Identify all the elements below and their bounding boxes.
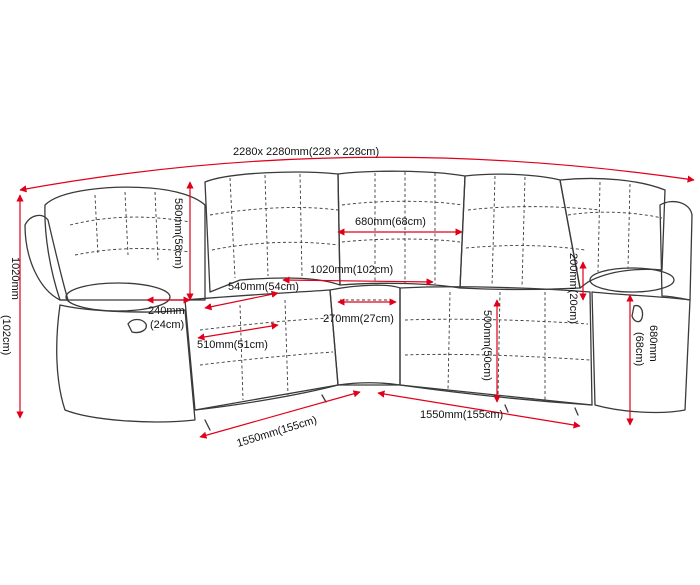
overall-height-mm-label: 1020mm — [9, 257, 21, 300]
corner-nose-width-label: 270mm(27cm) — [323, 313, 394, 325]
arm-height-label: 200mm(20cm) — [567, 253, 579, 324]
left-side-length-label: 1550mm(155cm) — [235, 414, 318, 450]
right-side-length-label: 1550mm(155cm) — [420, 409, 503, 421]
overall-width-label: 2280x 2280mm(228 x 228cm) — [233, 146, 379, 158]
seat-depth-line — [204, 290, 279, 311]
seat-width-line — [197, 322, 279, 341]
right-arm — [659, 201, 693, 301]
right-side-length-line — [377, 390, 581, 429]
corner-sofa-drawing — [24, 170, 693, 431]
corner-back-width-label: 680mm(68cm) — [355, 216, 426, 228]
right-arm-pad — [589, 267, 675, 293]
left-arm-front — [56, 304, 196, 423]
left-recliner-handle — [127, 318, 147, 334]
sofa-base — [194, 384, 593, 411]
right-seat — [399, 286, 593, 406]
seat-width-label: 510mm(51cm) — [197, 339, 268, 351]
overall-width-line — [19, 156, 695, 193]
overall-height-cm-label: (102cm) — [0, 315, 12, 355]
dimension-labels: 2280x 2280mm(228 x 228cm) 1020mm (102cm)… — [0, 146, 659, 450]
right-arm-front — [591, 291, 691, 414]
back-height-label: 580mm(58cm) — [172, 198, 184, 269]
arm-width-cm-label: (24cm) — [150, 319, 184, 331]
seat-height-label: 500mm(50cm) — [481, 310, 493, 381]
arm-floor-height-cm-label: (68cm) — [633, 332, 645, 366]
right-recliner-handle — [631, 304, 644, 323]
seat-depth-label: 540mm(54cm) — [228, 281, 299, 293]
left-side-length-line — [199, 390, 361, 439]
corner-seat-width-line — [282, 276, 434, 286]
dimension-lines — [16, 156, 695, 439]
arm-width-mm-label: 240mm — [148, 305, 185, 317]
left-arm — [24, 214, 69, 301]
arm-floor-height-mm-label: 680mm — [647, 325, 659, 362]
corner-seat-width-label: 1020mm(102cm) — [310, 264, 393, 276]
